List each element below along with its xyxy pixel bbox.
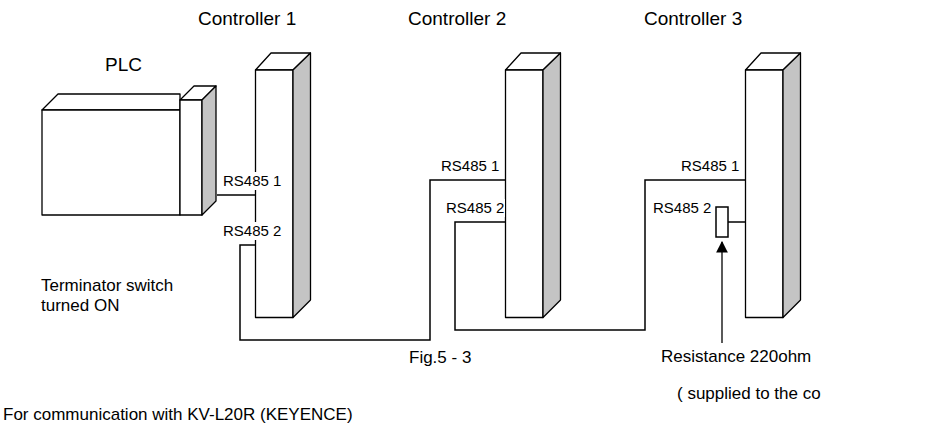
controller-front-face [506, 70, 544, 318]
plc-module-side [202, 86, 216, 215]
port-name: RS485 1 [222, 172, 282, 190]
signal-wire [240, 180, 505, 340]
section-note: For communication with KV-L20R (KEYENCE) [2, 405, 354, 425]
unit-heading: Controller 3 [643, 8, 743, 31]
figure-number: Fig.5 - 3 [408, 348, 472, 368]
box-outline [255, 52, 311, 318]
controller-side-face [293, 53, 311, 318]
port-name: RS485 1 [680, 157, 740, 175]
resistor-note: Resistance 220ohm [660, 347, 812, 367]
controller-unit: Controller 3 [745, 52, 801, 318]
port-name: RS485 2 [222, 222, 282, 240]
resistor-note: Resistance 220ohm [660, 347, 812, 367]
port-name: RS485 2 [222, 222, 282, 240]
box-outline [745, 52, 801, 318]
port-name: RS485 1 [440, 157, 500, 175]
unit-heading: PLC [104, 54, 143, 77]
port-name: RS485 2 [445, 199, 505, 217]
plc-front-face [42, 110, 180, 215]
controller-side-face [783, 53, 801, 318]
controller-unit: Controller 1 [255, 52, 311, 318]
plc-module-front [180, 100, 202, 215]
plc-top-face [42, 94, 180, 110]
resistor-lead [728, 221, 745, 223]
port-name: RS485 1 [440, 157, 500, 175]
signal-wire [217, 194, 255, 196]
signal-wire [455, 180, 745, 330]
port-name: RS485 2 [445, 199, 505, 217]
section-note: For communication with KV-L20R (KEYENCE) [2, 405, 354, 425]
port-name: RS485 1 [680, 157, 740, 175]
controller-top-face [506, 53, 561, 70]
supply-note: ( supplied to the co [676, 384, 822, 404]
box-outline [505, 52, 561, 318]
port-name: RS485 2 [652, 199, 712, 217]
box-outline [40, 84, 217, 218]
plc-unit: PLC [40, 84, 217, 218]
terminator-note: Terminator switch turned ON [40, 276, 190, 317]
controller-top-face [256, 53, 311, 70]
supply-note: ( supplied to the co [676, 384, 822, 404]
controller-top-face [746, 53, 801, 70]
unit-heading: Controller 2 [407, 8, 507, 31]
controller-side-face [543, 53, 561, 318]
controller-unit: Controller 2 [505, 52, 561, 318]
figure-number: Fig.5 - 3 [408, 348, 472, 368]
unit-heading: Controller 1 [197, 8, 297, 31]
resistor-symbol [716, 207, 728, 237]
leader-arrow [721, 242, 722, 343]
port-name: RS485 2 [652, 199, 712, 217]
controller-front-face [256, 70, 294, 318]
controller-front-face [746, 70, 784, 318]
plc-module-top [180, 86, 216, 100]
terminator-note: Terminator switch turned ON [40, 276, 190, 317]
port-name: RS485 1 [222, 172, 282, 190]
